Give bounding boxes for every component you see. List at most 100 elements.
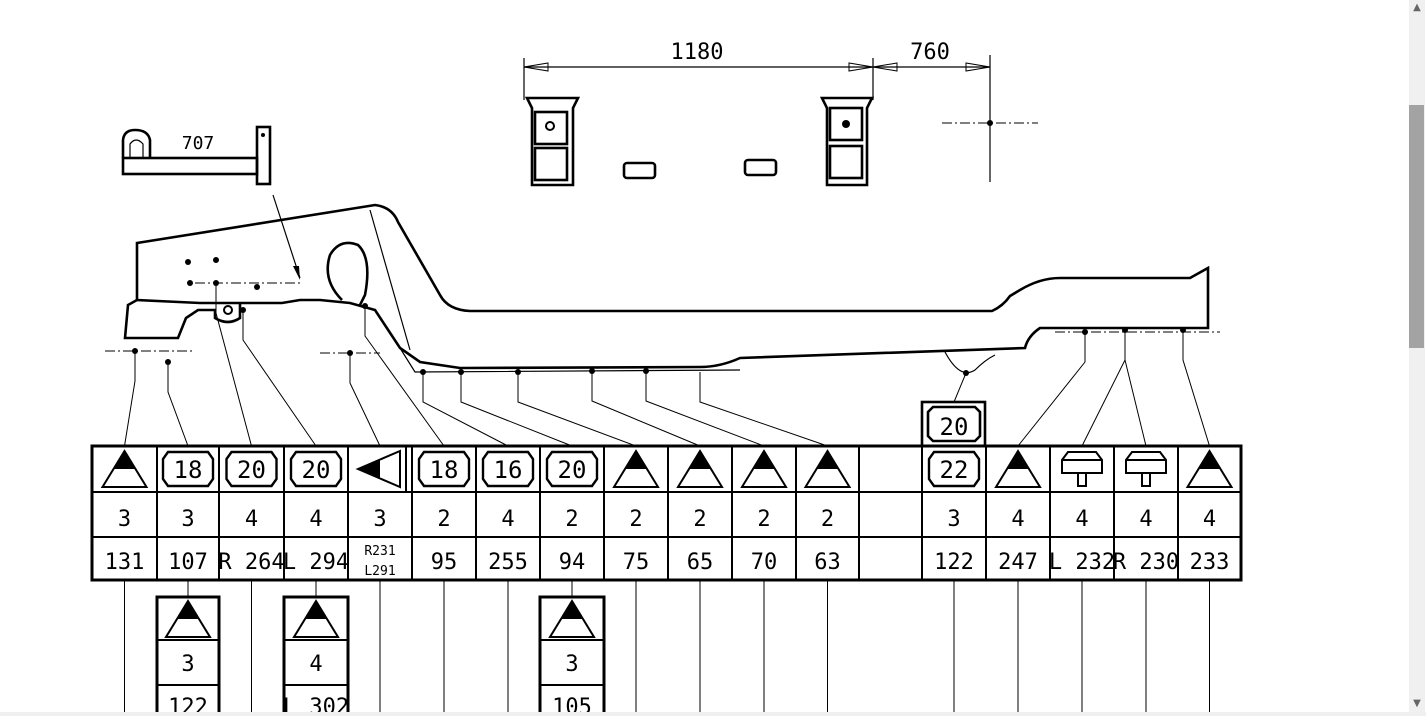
part-code-cell: 122 (934, 550, 974, 575)
badge-number: 20 (302, 456, 331, 484)
table-column: 20 4 L 294 (283, 450, 349, 575)
part-code-cell: 94 (559, 550, 586, 575)
quantity-cell: 2 (821, 507, 834, 532)
part-code-cell: 122 (168, 695, 208, 716)
tow-bar: 707 (121, 125, 301, 280)
sub-part-box: 3 122 (155, 580, 221, 716)
chevron-down-icon[interactable]: ▼ (1413, 698, 1421, 709)
window-bottom-edge (0, 712, 1426, 716)
size-badge-icon: 20 (545, 450, 599, 488)
quantity-cell: 4 (309, 507, 322, 532)
part-code-cell: 63 (814, 550, 841, 575)
badge-number: 20 (558, 456, 587, 484)
mounting-brackets (524, 96, 875, 187)
badge-number: 18 (430, 456, 459, 484)
part-code-cell: R 264 (218, 550, 284, 575)
quantity-cell: 4 (1011, 507, 1024, 532)
fastener-icon (1125, 451, 1167, 487)
callout-number: 20 (940, 413, 969, 441)
table-column: 4 R 230 (1113, 451, 1179, 575)
callout-box: 20 (920, 400, 987, 448)
quantity-cell: 4 (1075, 507, 1088, 532)
part-code-cell: L 232 (1049, 550, 1115, 575)
arrow-left-icon (355, 447, 407, 491)
triangle-symbol-icon (292, 599, 340, 638)
triangle-symbol-icon (1185, 449, 1234, 488)
part-code-cell: L291 (364, 564, 395, 579)
part-code-cell: 75 (623, 550, 650, 575)
chassis-frame (105, 203, 1220, 376)
badge-number: 16 (494, 456, 523, 484)
sub-part-box: 4L 302 (282, 580, 350, 716)
part-code-cell: 233 (1190, 550, 1230, 575)
table-column: 16 4 255 (481, 450, 535, 575)
table-column: 4 233 (1185, 449, 1234, 575)
scroll-thumb[interactable] (1409, 105, 1424, 348)
triangle-symbol-icon (100, 449, 149, 488)
part-code-cell: 70 (751, 550, 778, 575)
part-code-cell: 105 (552, 695, 592, 716)
quantity-cell: 4 (1139, 507, 1152, 532)
size-badge-icon: 18 (161, 450, 215, 488)
table-column: 2 75 (612, 449, 660, 575)
dimension-lines: 1180 760 (523, 40, 1038, 182)
quantity-cell: 3 (565, 652, 578, 677)
size-badge-icon: 20 (289, 450, 343, 488)
part-code-cell: R 230 (1113, 550, 1179, 575)
triangle-symbol-icon (164, 599, 212, 638)
dimension-760: 760 (910, 40, 950, 65)
part-code-cell: L 294 (283, 550, 349, 575)
table-column: 4 L 232 (1049, 451, 1115, 575)
quantity-cell: 2 (629, 507, 642, 532)
table-column: 2 65 (676, 449, 724, 575)
quantity-cell: 2 (757, 507, 770, 532)
part-code-cell: 107 (168, 550, 208, 575)
fastener-icon (1061, 451, 1103, 487)
table-column: 2 70 (740, 449, 788, 575)
table-column: 4 247 (994, 449, 1042, 575)
table-column: 20 4 R 264 (218, 450, 285, 575)
size-badge-icon: 18 (417, 450, 471, 488)
part-code-cell: R231 (364, 544, 395, 559)
quantity-cell: 2 (565, 507, 578, 532)
table-column: 18 3 107 (161, 450, 215, 575)
part-code-cell: L 302 (283, 695, 349, 716)
quantity-cell: 3 (181, 652, 194, 677)
table-column: 22 3 122 (927, 450, 981, 575)
part-code-cell: 65 (687, 550, 714, 575)
table-column: 20 2 94 (545, 450, 599, 575)
chevron-up-icon[interactable]: ▲ (1413, 2, 1421, 13)
part-code-cell: 247 (998, 550, 1038, 575)
part-code-cell: 131 (105, 550, 145, 575)
triangle-symbol-icon (676, 449, 724, 488)
size-badge-icon: 20 (225, 450, 278, 488)
triangle-symbol-icon (548, 599, 596, 638)
triangle-symbol-icon (803, 449, 852, 488)
sub-part-box: 3 105 (538, 580, 606, 716)
triangle-symbol-icon (740, 449, 788, 488)
quantity-cell: 3 (947, 507, 960, 532)
dimension-707: 707 (182, 133, 215, 154)
quantity-cell: 4 (245, 507, 258, 532)
table-column: 18 2 95 (417, 450, 471, 575)
part-code-cell: 95 (431, 550, 458, 575)
size-badge-icon: 16 (481, 450, 535, 488)
badge-number: 20 (237, 456, 266, 484)
table-column: 2 63 (803, 449, 852, 575)
size-badge-icon: 22 (927, 450, 981, 488)
quantity-cell: 2 (693, 507, 706, 532)
dimension-1180: 1180 (671, 40, 724, 65)
quantity-cell: 4 (501, 507, 514, 532)
quantity-cell: 4 (1203, 507, 1216, 532)
triangle-symbol-icon (994, 449, 1042, 488)
quantity-cell: 3 (181, 507, 194, 532)
vertical-scrollbar[interactable]: ▲ ▼ (1409, 0, 1425, 712)
quantity-cell: 2 (437, 507, 450, 532)
triangle-symbol-icon (612, 449, 660, 488)
badge-number: 18 (174, 456, 203, 484)
part-code-cell: 255 (488, 550, 528, 575)
